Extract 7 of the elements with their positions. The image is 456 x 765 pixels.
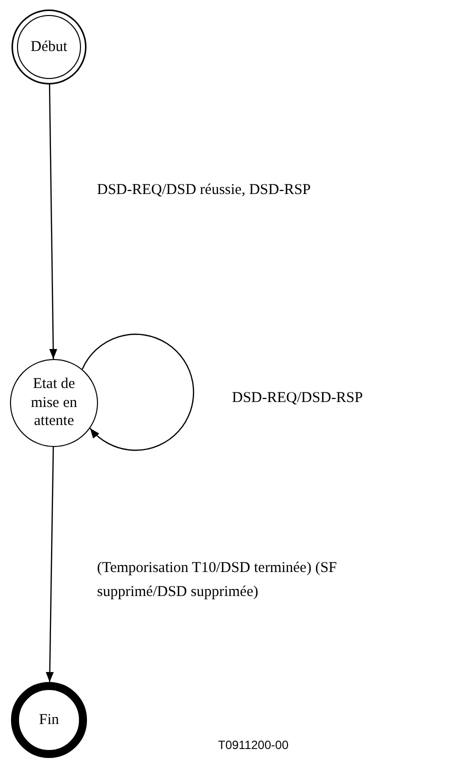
state-name: Fin — [38, 710, 59, 730]
figure-code: T0911200-00 — [218, 738, 288, 752]
transition-arrow — [46, 446, 54, 682]
transition-arrow — [48, 84, 58, 360]
state-name: Etat de mise en attente — [30, 374, 78, 432]
self-loop-arrow — [82, 334, 194, 451]
state-name: Début — [30, 38, 68, 56]
